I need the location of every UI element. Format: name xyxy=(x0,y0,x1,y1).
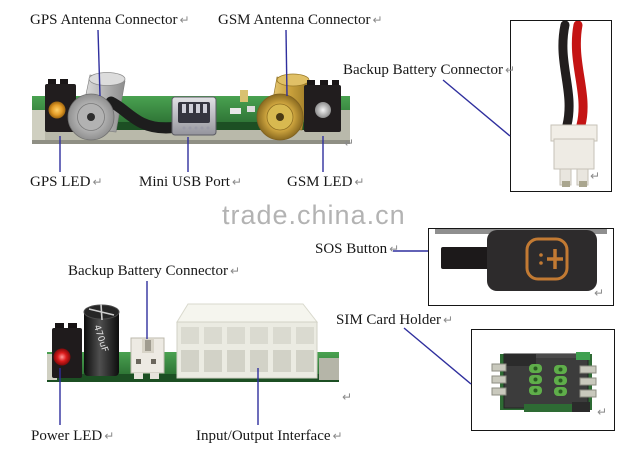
label-gsm-led: GSM LED↵ xyxy=(287,174,364,191)
label-text: Power LED xyxy=(31,428,103,444)
paragraph-mark: ↵ xyxy=(104,429,115,443)
paragraph-mark: ↵ xyxy=(597,405,608,419)
label-text: Backup Battery Connector xyxy=(343,62,503,78)
paragraph-mark: ↵ xyxy=(332,429,343,443)
label-text: GSM LED xyxy=(287,174,353,190)
sim-metal-fingers-left xyxy=(491,363,507,396)
io-board-photo: 470uF xyxy=(47,303,339,382)
paragraph-mark: ↵ xyxy=(372,13,383,27)
label-text: GPS Antenna Connector xyxy=(30,12,178,28)
sos-button-photo-box xyxy=(428,228,614,306)
label-sos-button: SOS Button↵ xyxy=(315,241,399,258)
label-text: GPS LED xyxy=(30,174,91,190)
label-backup-battery-connector-bottom: Backup Battery Connector↵ xyxy=(68,263,240,280)
sim-card-photo xyxy=(491,352,597,412)
battery-connector-photo xyxy=(550,21,598,187)
paragraph-mark: ↵ xyxy=(179,13,190,27)
label-text: SIM Card Holder xyxy=(336,312,441,328)
paragraph-mark: ↵ xyxy=(342,390,353,404)
label-io-interface: Input/Output Interface↵ xyxy=(196,428,343,445)
paragraph-mark: ↵ xyxy=(92,175,103,189)
leader-backup-battery-right xyxy=(442,79,511,137)
sim-contact-pads xyxy=(529,364,567,396)
capacitor-vent xyxy=(88,303,115,321)
sos-strap xyxy=(441,247,491,269)
gps-led-lamp xyxy=(48,101,66,119)
io-connector-top xyxy=(176,303,319,323)
paragraph-mark: ↵ xyxy=(590,169,601,183)
paragraph-mark: ↵ xyxy=(231,175,242,189)
paragraph-mark: ↵ xyxy=(229,264,241,278)
paragraph-mark: ↵ xyxy=(443,313,454,327)
label-backup-battery-connector-right: Backup Battery Connector↵ xyxy=(343,62,515,79)
label-mini-usb-port: Mini USB Port↵ xyxy=(139,174,242,191)
label-text: Mini USB Port xyxy=(139,174,230,190)
label-gps-led: GPS LED↵ xyxy=(30,174,103,191)
gsm-led-lamp xyxy=(315,102,331,118)
sos-button-icon xyxy=(525,237,569,281)
io-connector-sockets xyxy=(181,327,314,372)
sim-metal-fingers-right xyxy=(579,365,597,398)
paragraph-mark: ↵ xyxy=(594,286,605,300)
label-sim-card-holder: SIM Card Holder↵ xyxy=(336,312,453,329)
watermark: trade.china.cn xyxy=(222,200,406,230)
paragraph-mark: ↵ xyxy=(344,136,355,150)
sos-button-photo xyxy=(435,229,607,291)
capacitor xyxy=(84,310,119,376)
battery-plug-body xyxy=(553,138,595,170)
battery-wire-red xyxy=(571,21,588,130)
label-gsm-antenna-connector: GSM Antenna Connector↵ xyxy=(218,12,383,29)
label-text: SOS Button xyxy=(315,241,388,257)
label-text: Backup Battery Connector xyxy=(68,263,228,279)
leader-sim-card xyxy=(403,327,472,385)
label-text: GSM Antenna Connector xyxy=(218,12,371,28)
sos-device xyxy=(487,230,597,291)
sim-card-photo-box xyxy=(471,329,615,431)
battery-connector-photo-box xyxy=(510,20,612,192)
power-led-lamp xyxy=(53,348,71,366)
paragraph-mark: ↵ xyxy=(354,175,365,189)
io-connector-front xyxy=(176,321,318,379)
paragraph-mark: ↵ xyxy=(504,63,516,77)
sim-green-tab xyxy=(576,352,590,360)
label-text: Input/Output Interface xyxy=(196,428,331,444)
label-gps-antenna-connector: GPS Antenna Connector↵ xyxy=(30,12,190,29)
main-board-photo xyxy=(32,72,350,144)
paragraph-mark: ↵ xyxy=(389,242,400,256)
label-power-led: Power LED↵ xyxy=(31,428,114,445)
battery-wire-black xyxy=(558,21,574,130)
